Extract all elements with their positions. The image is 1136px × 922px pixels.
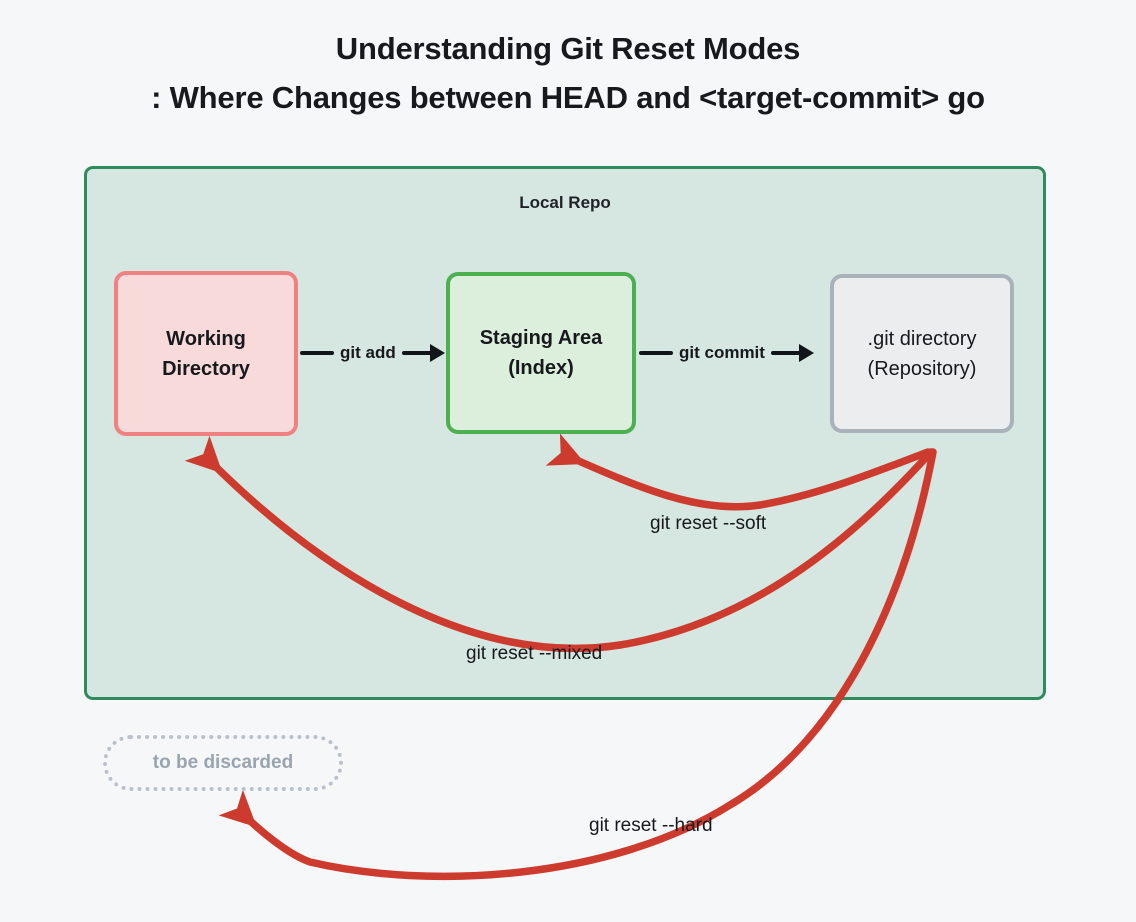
working-directory-label-line2: Directory: [162, 357, 250, 380]
staging-area-label-line2: (Index): [508, 357, 574, 379]
git-commit-flow: git commit: [639, 341, 814, 365]
local-repo-label: Local Repo: [519, 193, 611, 212]
staging-area-label-line1: Staging Area: [479, 327, 603, 349]
git-add-label: git add: [340, 343, 396, 362]
git-reset-hard-label: git reset --hard: [589, 815, 713, 836]
git-reset-mixed-label: git reset --mixed: [466, 643, 603, 664]
git-reset-soft-label: git reset --soft: [650, 513, 767, 534]
arrow-right-icon: [401, 344, 445, 362]
git-directory-node: .git directory (Repository): [830, 274, 1014, 433]
title-line-primary: Understanding Git Reset Modes: [335, 31, 801, 66]
to-be-discarded-label: to be discarded: [152, 752, 294, 773]
arrow-right-icon: [770, 344, 814, 362]
git-directory-label-line1: .git directory: [867, 327, 977, 350]
to-be-discarded-node: to be discarded: [103, 735, 343, 791]
title-line-secondary: : Where Changes between HEAD and <target…: [151, 80, 985, 115]
git-add-flow: git add: [300, 341, 445, 365]
page-title: Understanding Git Reset Modes : Where Ch…: [0, 26, 1136, 124]
flow-line-segment-icon: [300, 351, 334, 355]
working-directory-label-line1: Working: [166, 327, 246, 350]
git-commit-label: git commit: [679, 343, 765, 362]
git-directory-label-line2: (Repository): [867, 357, 977, 380]
flow-line-segment-icon: [639, 351, 673, 355]
working-directory-node: Working Directory: [114, 271, 298, 436]
staging-area-node: Staging Area (Index): [446, 272, 636, 434]
